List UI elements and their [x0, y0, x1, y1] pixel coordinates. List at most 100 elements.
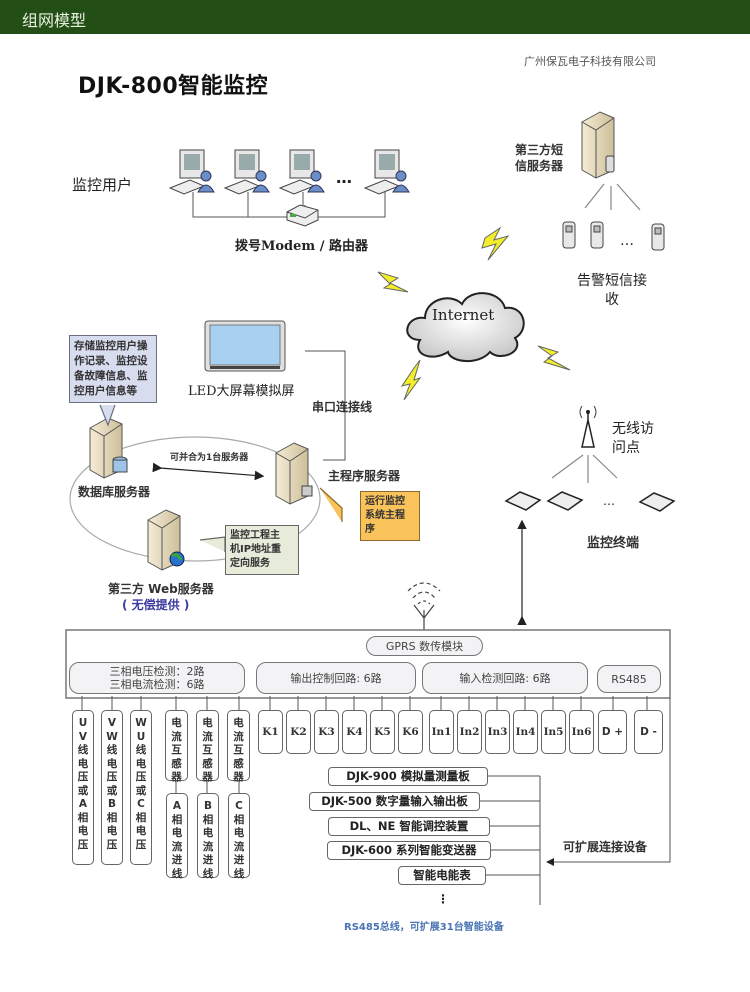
gprs-module: GPRS 数传模块 [366, 636, 483, 656]
header-title: 组网模型 [22, 11, 87, 30]
computer-icon [168, 149, 215, 195]
vertical-char: 电 [202, 717, 213, 729]
lightning-icon [537, 345, 571, 371]
vertical-char: 相 [135, 811, 147, 824]
computer-icon [363, 149, 410, 195]
vertical-char: 互 [171, 744, 182, 756]
module-group-input: 输入检测回路: 6路 [422, 662, 588, 694]
vertical-char: 进 [171, 854, 183, 866]
input-terminal: In1 [429, 710, 454, 754]
vertical-char: 电 [106, 757, 118, 770]
led-screen-icon [204, 320, 286, 372]
db-callout: 存储监控用户操 作记录、监控设 备故障信息、监 控用户信息等 [69, 335, 157, 403]
vertical-char: 电 [171, 827, 183, 839]
output-terminal: K5 [370, 710, 395, 754]
vertical-char: 或 [135, 784, 147, 797]
main-server-label: 主程序服务器 [328, 469, 401, 483]
callout-line: 存储监控用户操 [74, 340, 148, 352]
vertical-char: W [135, 717, 147, 729]
input-terminal: In3 [485, 710, 510, 754]
output-terminal: K2 [286, 710, 311, 754]
phones-ellipsis: … [620, 233, 634, 249]
input-terminal: In5 [541, 710, 566, 754]
vertical-char: 电 [202, 827, 214, 839]
vertical-char: 流 [233, 730, 244, 743]
terminal-icon [546, 491, 584, 511]
bus-device: DJK-500 数字量输入输出板 [309, 792, 480, 811]
router-icon [286, 204, 319, 227]
vertical-char: 流 [171, 730, 182, 743]
vertical-char: 压 [106, 838, 118, 851]
phone-icon [562, 221, 576, 249]
vertical-char: 电 [171, 717, 182, 729]
db-server-label: 数据库服务器 [78, 485, 151, 499]
vertical-char: A [78, 798, 88, 810]
vertical-char: 电 [135, 825, 147, 837]
lightning-icon [481, 226, 510, 261]
ap-lines [551, 454, 618, 483]
merge-arrow [152, 462, 265, 481]
expand-line [546, 698, 671, 866]
ct-box: 电流互感器 [165, 710, 188, 783]
bus-device: DJK-900 模拟量测量板 [328, 767, 488, 786]
vertical-char: 互 [233, 744, 244, 756]
callout-line: 序 [365, 524, 375, 535]
sms-receive-label: 告警短信接收 [577, 272, 647, 310]
vertical-char: 线 [233, 867, 245, 880]
sms-server-label-line: 信服务器 [515, 159, 564, 173]
vertical-char: 流 [171, 840, 183, 853]
vertical-char: U [136, 730, 146, 743]
vertical-char: W [106, 730, 118, 743]
vertical-char: 线 [106, 744, 118, 756]
vertical-char: 线 [171, 867, 183, 880]
output-terminal: K6 [398, 710, 423, 754]
company-name: 广州保瓦电子科技有限公司 [524, 55, 656, 68]
vertical-char: 电 [77, 757, 89, 770]
vertical-char: B [107, 798, 116, 810]
vertical-char: U [78, 717, 88, 729]
vertical-char: 相 [233, 813, 245, 826]
callout-line: 控用户信息等 [74, 385, 137, 397]
bus-device: 智能电能表 [398, 866, 486, 885]
terminal-icon [638, 492, 676, 512]
wireless-ap-icon [579, 405, 597, 448]
internet-cloud-icon [406, 292, 525, 362]
vertical-char: C [235, 800, 243, 812]
vertical-char: 器 [202, 771, 213, 783]
server-group-ellipse [69, 436, 321, 562]
sms-receive-label-line: 告警短信接 [577, 273, 647, 289]
vertical-char: 电 [135, 757, 147, 770]
gprs-antenna-icon [407, 582, 441, 633]
module-group-measure: 三相电压检测：2路 三相电流检测：6路 [69, 662, 245, 694]
web-server-icon [147, 509, 185, 571]
led-label: LED大屏幕模拟屏 [188, 384, 295, 399]
vertical-char: A [172, 800, 182, 812]
callout-line: 备故障信息、监 [74, 370, 148, 382]
vertical-char: 流 [233, 840, 245, 853]
sms-lines [584, 183, 641, 211]
vertical-char: 压 [135, 838, 147, 851]
vertical-char: 感 [202, 757, 213, 770]
vertical-char: 器 [171, 771, 182, 783]
bus-device-connectors [480, 775, 540, 876]
vertical-char: 相 [77, 811, 89, 824]
vertical-char: 器 [233, 771, 244, 783]
ap-label-line: 问点 [612, 440, 640, 456]
main-callout-tail [319, 487, 343, 522]
callout-line: 机IP地址重 [230, 544, 282, 555]
vertical-char: 电 [233, 717, 244, 729]
bus-note: RS485总线，可扩展31台智能设备 [344, 922, 504, 933]
vertical-char: 流 [202, 730, 213, 743]
vertical-char: 相 [106, 811, 118, 824]
callout-line: 系统主程 [365, 510, 405, 521]
vertical-char: 压 [77, 771, 89, 783]
vertical-char: 线 [77, 744, 89, 756]
sms-receive-label-line: 收 [605, 292, 619, 308]
group-label: 三相电流检测：6路 [109, 678, 205, 691]
ap-label-line: 无线访 [612, 421, 654, 437]
terminal-icon [504, 491, 542, 511]
module-group-rs485: RS485 [597, 665, 661, 693]
terminals-ellipsis: … [603, 494, 615, 508]
